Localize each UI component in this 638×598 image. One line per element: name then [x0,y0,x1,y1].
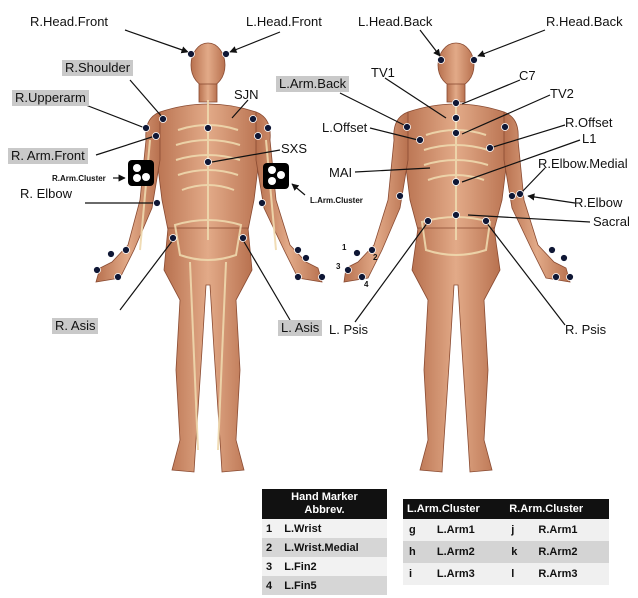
label-c7: C7 [519,68,536,84]
label-hand-1: 1 [342,243,346,252]
label-r-offset: R.Offset [565,115,612,131]
label-r-elbow-back: R.Elbow [574,195,622,211]
label-l-arm-cluster: L.Arm.Cluster [310,196,363,206]
label-r-head-front: R.Head.Front [30,14,108,30]
label-sjn: SJN [234,87,259,103]
label-sxs: SXS [281,141,307,157]
label-l-head-front: L.Head.Front [246,14,322,30]
l-arm-cluster-box [263,163,289,189]
label-hand-3: 3 [336,262,340,271]
label-r-asis: R. Asis [52,318,98,334]
hand-table-header: Hand Marker Abbrev. [262,489,387,519]
label-tv1: TV1 [371,65,395,81]
label-r-arm-cluster: R.Arm.Cluster [52,174,106,184]
label-r-elbow-front: R. Elbow [20,186,72,202]
label-sacral: Sacral [593,214,630,230]
label-r-shoulder: R.Shoulder [62,60,133,76]
r-arm-cluster-header: R.Arm.Cluster [505,499,609,519]
label-hand-4: 4 [364,280,368,289]
r-arm-cluster-box [128,160,154,186]
l-arm-cluster-header: L.Arm.Cluster [403,499,505,519]
label-l-asis: L. Asis [278,320,322,336]
label-r-upperarm: R.Upperarm [12,90,89,106]
label-l-offset: L.Offset [322,120,367,136]
label-mai: MAI [329,165,352,181]
label-r-elbow-medial: R.Elbow.Medial [538,156,628,172]
label-r-arm-front: R. Arm.Front [8,148,88,164]
label-l-head-back: L.Head.Back [358,14,432,30]
label-l-psis: L. Psis [329,322,368,338]
label-l1: L1 [582,131,596,147]
label-l-arm-back: L.Arm.Back [276,76,349,92]
label-tv2: TV2 [550,86,574,102]
label-r-psis: R. Psis [565,322,606,338]
label-hand-2: 2 [373,253,377,262]
label-r-head-back: R.Head.Back [546,14,623,30]
